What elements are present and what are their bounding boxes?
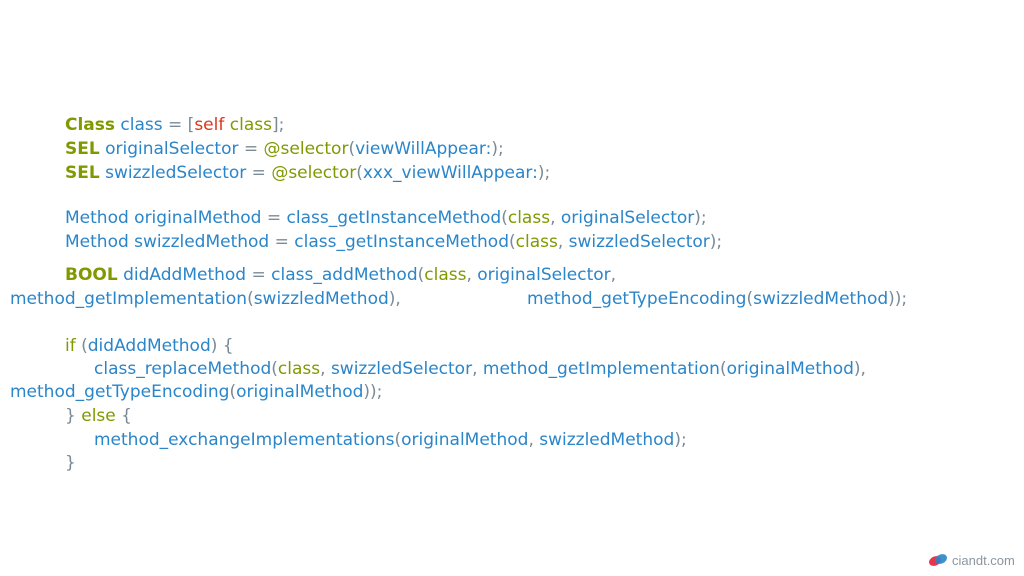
code-token: ) { <box>210 336 234 356</box>
code-token: )); <box>363 382 383 402</box>
code-line-14: } <box>65 452 76 475</box>
code-token: originalMethod <box>726 359 854 379</box>
code-token: swizzledMethod <box>753 289 889 309</box>
code-token: SEL <box>65 163 100 183</box>
code-token: { <box>115 406 132 426</box>
code-token: class <box>115 115 163 135</box>
code-token: @selector <box>271 163 357 183</box>
code-token: xxx_viewWillAppear: <box>362 163 538 183</box>
code-token: BOOL <box>65 265 118 285</box>
code-token: ( <box>719 359 727 379</box>
code-line-7: method_getImplementation(swizzledMethod)… <box>10 288 401 311</box>
ciandt-logo-icon <box>929 554 947 566</box>
code-token: method_getImplementation <box>10 289 248 309</box>
ciandt-logo-text: ciandt.com <box>952 552 1015 568</box>
code-token: didAddMethod <box>117 265 247 285</box>
ciandt-logo: ciandt.com <box>928 550 1015 570</box>
code-line-11: method_getTypeEncoding(originalMethod)); <box>10 381 382 404</box>
code-line-2: SEL originalSelector = @selector(viewWil… <box>65 138 504 161</box>
code-token: , <box>528 430 540 450</box>
code-token: method_getTypeEncoding <box>527 289 747 309</box>
code-token: if <box>65 336 76 356</box>
code-line-1: Class class = [self class]; <box>65 114 284 137</box>
code-token: , <box>550 208 561 228</box>
code-token: ), <box>388 289 401 309</box>
code-token: } <box>65 406 82 426</box>
code-token: = <box>261 208 287 228</box>
code-token: = [ <box>162 115 195 135</box>
code-token: ( <box>508 232 516 252</box>
code-token: originalMethod <box>401 430 529 450</box>
code-token: swizzledSelector <box>99 163 247 183</box>
code-token: originalSelector <box>477 265 611 285</box>
code-token: } <box>65 453 76 473</box>
code-token: ); <box>694 208 707 228</box>
code-token: originalMethod <box>236 382 364 402</box>
code-token: = <box>246 265 272 285</box>
code-line-10: class_replaceMethod(class, swizzledSelec… <box>94 358 866 381</box>
code-token: swizzledMethod <box>253 289 389 309</box>
code-token: self <box>194 115 225 135</box>
code-token: class_getInstanceMethod <box>294 232 509 252</box>
code-token: swizzledSelector <box>568 232 710 252</box>
code-token: ); <box>674 430 687 450</box>
code-token: Method originalMethod <box>65 208 262 228</box>
code-token: ( <box>417 265 425 285</box>
code-token: swizzledMethod <box>539 430 675 450</box>
code-token: = <box>238 139 264 159</box>
code-line-13: method_exchangeImplementations(originalM… <box>94 429 687 452</box>
code-token: , <box>472 359 483 379</box>
code-token: ); <box>537 163 551 183</box>
code-token: Class <box>65 115 116 135</box>
code-token: Method swizzledMethod <box>65 232 270 252</box>
code-token: , <box>320 359 331 379</box>
code-token: ( <box>356 163 363 183</box>
code-token: ( <box>394 430 402 450</box>
code-token: ( <box>348 139 356 159</box>
code-token: else <box>81 406 116 426</box>
code-token: , <box>557 232 569 252</box>
code-line-12: } else { <box>65 405 132 428</box>
code-token: method_getTypeEncoding <box>10 382 230 402</box>
code-token: originalSelector <box>560 208 695 228</box>
code-token: ]; <box>271 115 285 135</box>
code-token: ( <box>501 208 508 228</box>
code-line-5: Method swizzledMethod = class_getInstanc… <box>65 231 722 254</box>
code-token: swizzledSelector <box>330 359 473 379</box>
code-token: didAddMethod <box>87 336 211 356</box>
code-token: class_addMethod <box>271 265 418 285</box>
code-token: method_getImplementation <box>482 359 720 379</box>
code-token: @selector <box>263 139 349 159</box>
code-token: ( <box>75 336 88 356</box>
code-token: class <box>224 115 272 135</box>
code-token: class_replaceMethod <box>94 359 272 379</box>
code-token: class <box>424 265 467 285</box>
code-line-3: SEL swizzledSelector = @selector(xxx_vie… <box>65 162 550 185</box>
code-token: , <box>610 265 617 285</box>
code-token: ), <box>853 359 866 379</box>
code-line-4: Method originalMethod = class_getInstanc… <box>65 207 707 230</box>
code-token: = <box>269 232 295 252</box>
code-token: ); <box>491 139 504 159</box>
code-token: originalSelector <box>99 139 239 159</box>
code-token: ); <box>709 232 723 252</box>
code-token: , <box>466 265 478 285</box>
code-token: ( <box>746 289 754 309</box>
code-line-8: method_getTypeEncoding(swizzledMethod)); <box>527 288 907 311</box>
code-line-9: if (didAddMethod) { <box>65 335 234 358</box>
code-token: viewWillAppear: <box>355 139 492 159</box>
code-token: )); <box>888 289 908 309</box>
code-token: ( <box>229 382 237 402</box>
code-token: class <box>507 208 551 228</box>
code-token: class <box>277 359 321 379</box>
code-token: SEL <box>65 139 100 159</box>
code-token: method_exchangeImplementations <box>94 430 395 450</box>
code-token: ( <box>247 289 254 309</box>
code-token: class_getInstanceMethod <box>286 208 502 228</box>
code-line-6: BOOL didAddMethod = class_addMethod(clas… <box>65 264 616 287</box>
code-token: ( <box>271 359 278 379</box>
code-token: = <box>246 163 272 183</box>
code-token: class <box>515 232 558 252</box>
